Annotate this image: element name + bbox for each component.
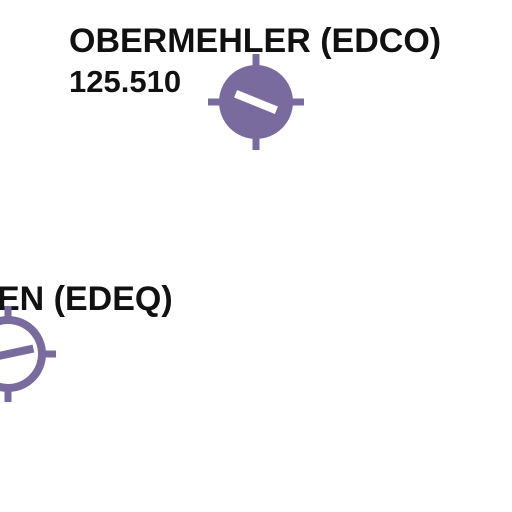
airfield-symbol-icon[interactable] xyxy=(0,306,56,402)
airfield-name-obermehler: OBERMEHLER (EDCO) xyxy=(69,22,442,60)
airfield-symbol-icon[interactable] xyxy=(208,54,304,150)
airfield-symbol-obermehler xyxy=(208,54,304,150)
airfield-symbol-edeq xyxy=(0,306,56,402)
airfield-name-edeq: EN (EDEQ) xyxy=(0,280,173,318)
airfield-frequency-obermehler: 125.510 xyxy=(69,64,182,99)
